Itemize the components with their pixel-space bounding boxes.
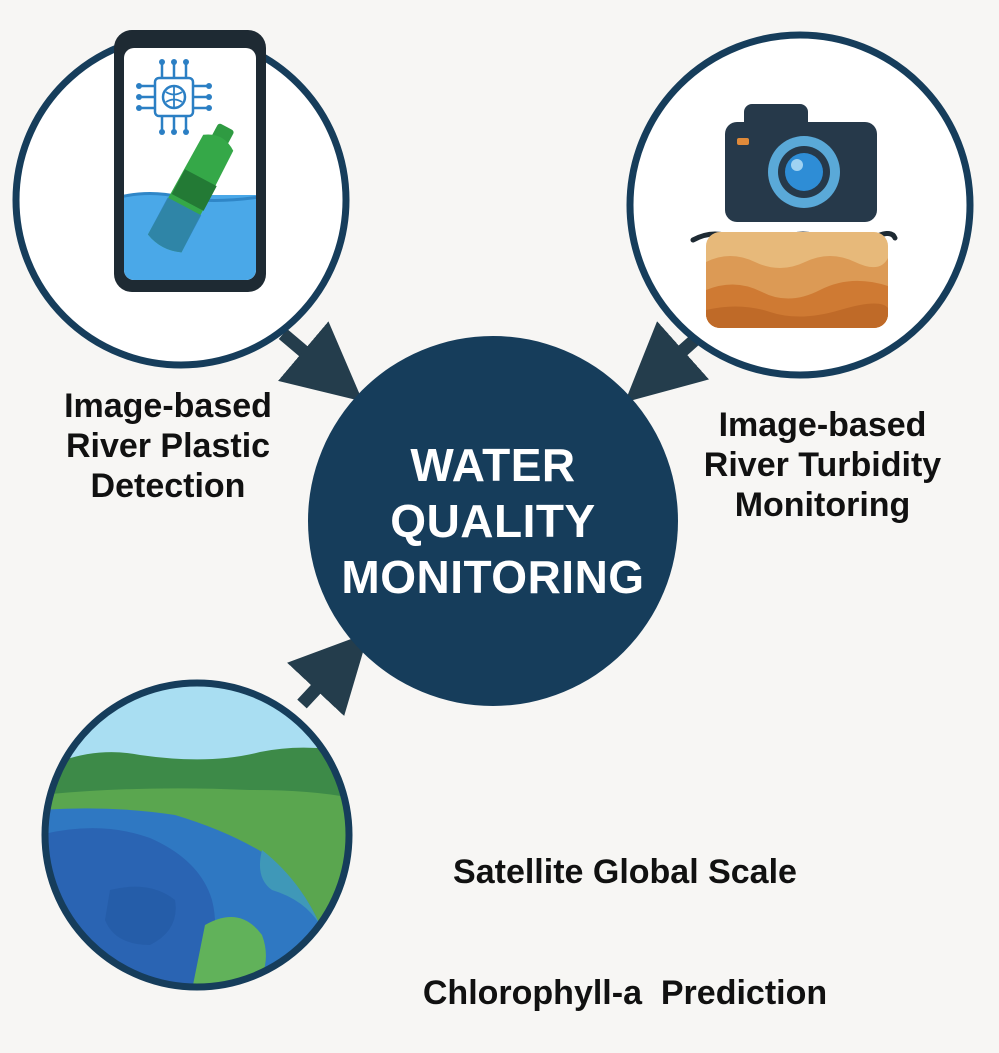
center-hub-circle [308, 336, 678, 706]
label-turbidity-line-2: River Turbidity [703, 446, 942, 485]
center-title-line-1: WATER [410, 438, 576, 491]
label-plastic-line-2: River Plastic [65, 427, 271, 466]
label-turbidity-line-1: Image-based [718, 406, 927, 444]
camera-turbid-water-icon [626, 31, 974, 379]
label-turbidity-line-3: Monitoring [734, 486, 911, 525]
label-chlorophyll-line-2: Chlorophyll-a Prediction [422, 973, 828, 1012]
arrow-turbidity-to-center [624, 321, 710, 403]
satellite-lake-icon [41, 679, 353, 991]
label-plastic-detection: Image-based River Plastic Detection [38, 386, 298, 506]
phone-plastic-bottle-icon [12, 30, 350, 369]
arrow-plastic-to-center [278, 321, 363, 402]
arrow-chlorophyll-to-center [287, 632, 369, 717]
label-chlorophyll-prediction: Satellite Global Scale Chlorophyll-a Pre… [380, 772, 870, 1053]
center-title: WATER QUALITY MONITORING [308, 336, 678, 706]
diagram-canvas [12, 30, 974, 991]
label-plastic-line-1: Image-based [64, 387, 272, 425]
label-chlorophyll-line-1: Satellite Global Scale [453, 853, 797, 892]
center-title-line-3: MONITORING [341, 551, 645, 604]
label-plastic-line-3: Detection [90, 467, 246, 506]
center-title-line-2: QUALITY [390, 494, 596, 547]
label-turbidity-monitoring: Image-based River Turbidity Monitoring [680, 405, 965, 525]
